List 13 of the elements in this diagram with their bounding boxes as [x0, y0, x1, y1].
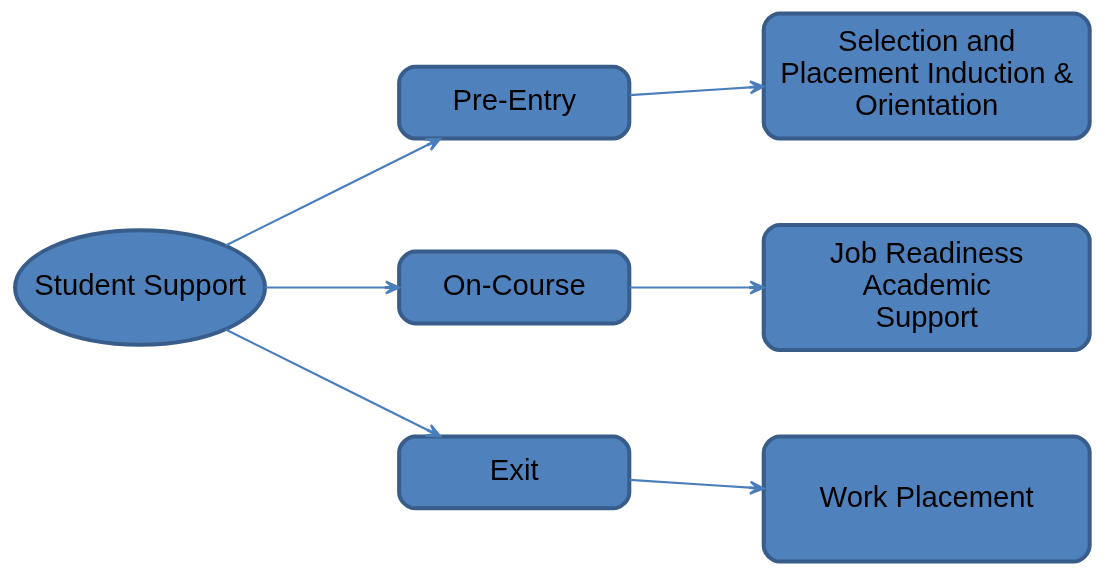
- node-box: On-Course: [397, 249, 632, 326]
- arrow: [225, 137, 442, 247]
- node-box: Exit: [397, 434, 632, 511]
- arrow: [629, 80, 765, 97]
- node-box: Selection and Placement Induction & Orientation: [761, 11, 1092, 141]
- node-box: Job Readiness Academic Support: [761, 222, 1092, 353]
- node-box: Work Placement: [761, 434, 1092, 564]
- node-box: Pre-Entry: [397, 64, 632, 141]
- arrow: [629, 478, 765, 495]
- arrow: [225, 328, 442, 438]
- arrow: [265, 280, 401, 295]
- node-ellipse: Student Support: [13, 228, 268, 347]
- arrow: [629, 280, 765, 295]
